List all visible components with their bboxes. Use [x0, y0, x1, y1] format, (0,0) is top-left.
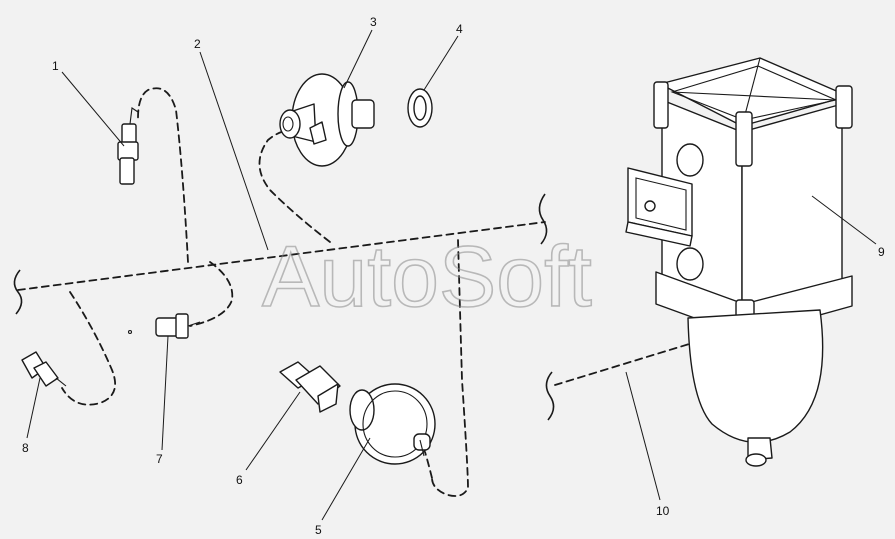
- pressure-sensor-3: [279, 73, 375, 167]
- wire-harness: [17, 87, 801, 497]
- adapter-6: [279, 361, 341, 413]
- callout-3: 3: [370, 15, 377, 29]
- callout-9: 9: [878, 245, 885, 259]
- callout-4: 4: [456, 22, 463, 36]
- callout-2: 2: [194, 37, 201, 51]
- break-marks: [13, 193, 555, 421]
- sensor-8: [21, 351, 67, 387]
- callout-10: 10: [656, 504, 670, 518]
- watermark-text: AutoSoft: [262, 229, 592, 325]
- sensor-7: [127, 313, 201, 339]
- pressure-sensor-5: [349, 383, 436, 465]
- callout-6: 6: [236, 473, 243, 487]
- callout-7: 7: [156, 452, 163, 466]
- washer-4: [407, 88, 433, 128]
- filter-assembly-9: [625, 57, 853, 467]
- callout-5: 5: [315, 523, 322, 537]
- leader-lines: [26, 29, 877, 521]
- callout-8: 8: [22, 441, 29, 455]
- callouts: 1 2 3 4 5 6 7 8 9 10: [22, 15, 885, 537]
- callout-1: 1: [52, 59, 59, 73]
- sensor-1: [117, 107, 139, 185]
